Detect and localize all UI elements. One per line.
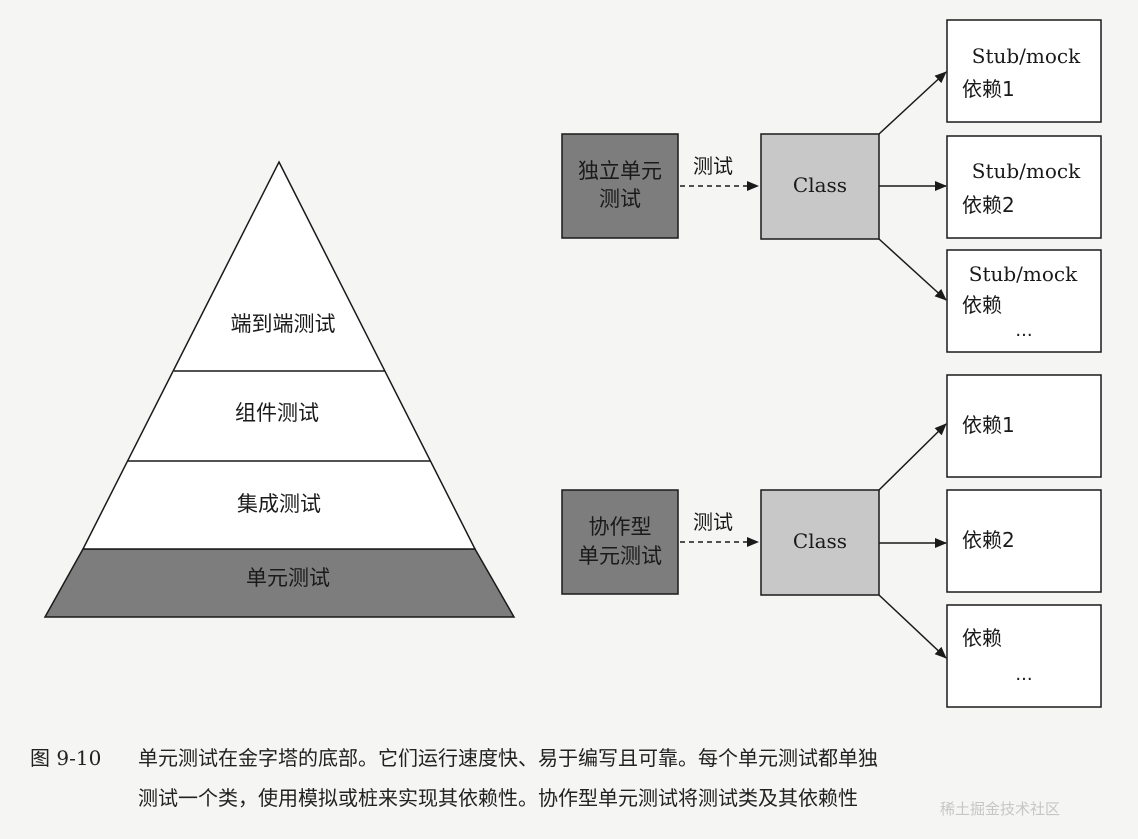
solitary-test-title-line1: 独立单元 <box>578 159 662 183</box>
solitary-dep-3-ellipsis: ... <box>1015 320 1032 341</box>
figure-number: 图 9-10 <box>30 746 102 770</box>
solitary-test-box <box>561 133 679 239</box>
test-pyramid: 端到端测试 组件测试 集成测试 单元测试 <box>43 160 516 618</box>
sociable-dep-3-line1: 依赖 <box>962 626 1002 650</box>
sociable-dep-box-1 <box>946 374 1102 478</box>
solitary-dep-3-line1: Stub/mock <box>969 262 1078 286</box>
sociable-test-diagram: 协作型 单元测试 测试 Class 依赖1 依赖2 依赖 ... <box>561 374 1102 708</box>
solitary-dep-box-1 <box>946 19 1102 123</box>
sociable-dep-3-ellipsis: ... <box>1015 664 1032 685</box>
solitary-dep-1-line1: Stub/mock <box>972 44 1081 68</box>
caption-text-2: 测试一个类，使用模拟或桩来实现其依赖性。协作型单元测试将测试类及其依赖性 <box>138 786 858 810</box>
solitary-dep-box-3 <box>946 249 1102 353</box>
pyramid-label-e2e: 端到端测试 <box>231 312 336 336</box>
solitary-class-label: Class <box>793 173 847 197</box>
solitary-test-title-line2: 测试 <box>599 187 641 211</box>
sociable-dep-arrow-1 <box>878 423 947 491</box>
pyramid-label-component: 组件测试 <box>235 401 319 425</box>
pyramid-label-integration: 集成测试 <box>237 492 321 516</box>
sociable-class-label: Class <box>793 529 847 553</box>
solitary-class-box <box>760 133 880 240</box>
sociable-test-title-line2: 单元测试 <box>578 544 662 568</box>
solitary-dep-arrow-3 <box>878 238 947 301</box>
solitary-test-diagram: 独立单元 测试 测试 Class Stub/mock 依赖1 Stub/mock… <box>561 19 1102 353</box>
sociable-dep-1-line1: 依赖1 <box>962 413 1015 437</box>
sociable-dep-box-3 <box>946 604 1102 708</box>
sociable-class-box <box>760 489 880 596</box>
sociable-dep-arrow-3 <box>878 594 947 659</box>
solitary-dep-3-line2: 依赖 <box>962 293 1002 317</box>
solitary-dep-2-line1: Stub/mock <box>972 159 1081 183</box>
sociable-test-box <box>561 489 679 595</box>
solitary-test-arrow-label: 测试 <box>693 154 733 178</box>
sociable-test-title-line1: 协作型 <box>589 515 652 539</box>
solitary-dep-arrow-1 <box>878 71 947 135</box>
solitary-dep-2-line2: 依赖2 <box>962 193 1015 217</box>
pyramid-upper-outline <box>81 160 477 550</box>
solitary-dep-1-line2: 依赖1 <box>962 77 1015 101</box>
pyramid-label-unit: 单元测试 <box>246 566 330 590</box>
caption-text-1: 单元测试在金字塔的底部。它们运行速度快、易于编写且可靠。每个单元测试都单独 <box>138 746 878 770</box>
caption-line-2: 测试一个类，使用模拟或桩来实现其依赖性。协作型单元测试将测试类及其依赖性 <box>30 778 1120 818</box>
sociable-dep-2-line1: 依赖2 <box>962 528 1015 552</box>
sociable-dep-box-2 <box>946 489 1102 593</box>
caption-line-1: 图 9-10 单元测试在金字塔的底部。它们运行速度快、易于编写且可靠。每个单元测试… <box>30 738 1120 778</box>
sociable-test-arrow-label: 测试 <box>693 510 733 534</box>
solitary-dep-box-2 <box>946 135 1102 239</box>
figure-caption: 图 9-10 单元测试在金字塔的底部。它们运行速度快、易于编写且可靠。每个单元测试… <box>30 738 1120 818</box>
diagram-canvas: 端到端测试 组件测试 集成测试 单元测试 独立单元 测试 测试 Class St… <box>43 19 1102 708</box>
watermark-text: 稀土掘金技术社区 <box>940 800 1061 818</box>
watermark: 稀土掘金技术社区 <box>940 798 1060 819</box>
